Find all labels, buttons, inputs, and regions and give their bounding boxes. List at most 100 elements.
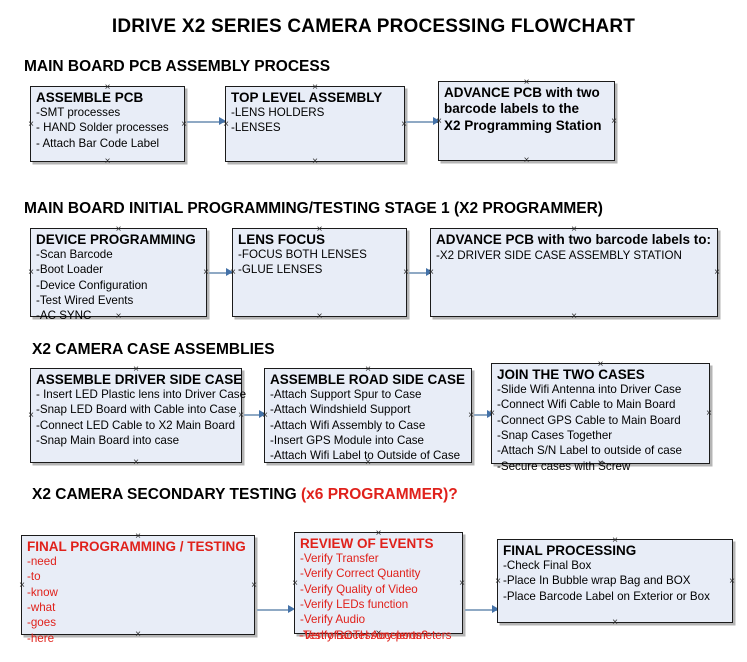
node-title: JOIN THE TWO CASES [497,367,645,382]
node-body: ASSEMBLE DRIVER SIDE CASE - Insert LED P… [36,372,247,448]
node-title: ASSEMBLE DRIVER SIDE CASE [36,372,243,387]
node-body: LENS FOCUS -FOCUS BOTH LENSES -GLUE LENS… [238,232,404,278]
node-body: ASSEMBLE PCB -SMT processes - HAND Solde… [36,90,182,151]
node-title: REVIEW OF EVENTS [300,536,434,551]
resize-handle-left[interactable] [27,268,36,277]
node-line: -Slide Wifi Antenna into Driver Case [497,383,682,397]
node-line: -FOCUS BOTH LENSES [238,248,367,262]
node-line: -SMT processes [36,106,121,120]
node-body: ADVANCE PCB with two barcode labels to t… [444,85,612,134]
node-assemble-road-side-case[interactable]: ASSEMBLE ROAD SIDE CASE -Attach Support … [264,368,472,463]
node-line: -Verify Quality of Video [300,582,418,596]
node-advance-pcb-to-x2-programming-station[interactable]: ADVANCE PCB with two barcode labels to t… [438,81,615,161]
node-title: ADVANCE PCB with two barcode labels to t… [444,85,602,133]
page-title: IDRIVE X2 SERIES CAMERA PROCESSING FLOWC… [111,16,636,37]
node-review-of-events[interactable]: REVIEW OF EVENTS -Verify Transfer -Verif… [291,532,463,642]
node-final-programming-testing[interactable]: FINAL PROGRAMMING / TESTING -need -to -k… [18,535,255,645]
node-assemble-driver-side-case[interactable]: ASSEMBLE DRIVER SIDE CASE - Insert LED P… [27,368,247,463]
section-heading-text: X2 CAMERA SECONDARY TESTING [32,486,301,503]
section-heading-text: MAIN BOARD INITIAL PROGRAMMING/TESTING S… [24,200,603,217]
section-heading-accent: (x6 PROGRAMMER)? [301,486,458,503]
resize-handle-left[interactable] [27,411,36,420]
resize-handle-bottom[interactable] [103,157,112,166]
section-heading-text: X2 CAMERA CASE ASSEMBLIES [32,341,275,358]
node-title: DEVICE PROGRAMMING [36,232,196,247]
node-body: FINAL PROCESSING -Check Final Box -Place… [503,543,730,604]
node-lens-focus[interactable]: LENS FOCUS -FOCUS BOTH LENSES -GLUE LENS… [232,228,407,317]
node-line: -Place Barcode Label on Exterior or Box [503,589,710,603]
node-line: -X2 DRIVER SIDE CASE ASSEMBLY STATION [436,249,682,263]
node-line: -LENSES [231,121,281,135]
node-line: -Verify Audio [300,613,366,627]
node-final-processing[interactable]: FINAL PROCESSING -Check Final Box -Place… [497,539,733,623]
resize-handle-bottom[interactable] [311,157,320,166]
node-line: -Scan Barcode [36,248,113,262]
node-overflow-line: -Test of accessory ports? [299,629,428,642]
node-advance-pcb-to-driver-side-case-assembly[interactable]: ADVANCE PCB with two barcode labels to: … [430,228,718,317]
resize-handle-left[interactable] [18,581,27,590]
resize-handle-left[interactable] [494,577,503,586]
resize-handle-right[interactable] [713,268,722,277]
node-line: -to [27,570,41,584]
node-line: -Connect Wifi Cable to Main Board [497,398,676,412]
node-device-programming[interactable]: DEVICE PROGRAMMING -Scan Barcode -Boot L… [27,228,207,322]
connector-arrow-icon [492,605,499,613]
node-line: -Device Configuration [36,278,148,292]
node-body: ADVANCE PCB with two barcode labels to: … [436,232,715,264]
connector-arrow-icon [487,410,494,418]
section-heading-main-board-pcb-assembly-process: MAIN BOARD PCB ASSEMBLY PROCESS [24,58,330,76]
node-line: -AC SYNC [36,309,92,323]
resize-handle-left[interactable] [27,120,36,129]
node-assemble-pcb[interactable]: ASSEMBLE PCB -SMT processes - HAND Solde… [30,86,185,162]
node-join-the-two-cases[interactable]: JOIN THE TWO CASES -Slide Wifi Antenna i… [491,363,710,473]
node-title: LENS FOCUS [238,232,326,247]
node-title: ADVANCE PCB with two barcode labels to: [436,232,712,247]
node-line: -need [27,555,57,569]
node-line: -Attach Support Spur to Case [270,388,422,402]
resize-handle-bottom[interactable] [522,156,531,165]
node-line: - Attach Bar Code Label [36,136,160,150]
section-heading-main-board-initial-programming-testing-stage-1: MAIN BOARD INITIAL PROGRAMMING/TESTING S… [24,200,603,218]
section-heading-x2-camera-case-assemblies: X2 CAMERA CASE ASSEMBLIES [32,341,275,359]
node-title: ASSEMBLE ROAD SIDE CASE [270,372,466,387]
node-line: -Verify Correct Quantity [300,567,421,581]
node-body: REVIEW OF EVENTS -Verify Transfer -Verif… [300,536,460,643]
connector-line [187,121,224,123]
node-line: -Boot Loader [36,263,104,277]
node-line: -Snap Main Board into case [36,434,180,447]
node-line: -what [27,601,56,614]
node-body: ASSEMBLE ROAD SIDE CASE -Attach Support … [270,372,469,464]
node-line: -Attach Wifi Label to Outside of Case [270,449,461,463]
node-line: -Snap LED Board with Cable into Case [36,403,237,417]
connector-arrow-icon [288,605,295,613]
node-line: -Verify BOTH Accelerometers [300,628,452,642]
node-body: TOP LEVEL ASSEMBLY -LENS HOLDERS -LENSES [231,90,402,136]
section-heading-text: MAIN BOARD PCB ASSEMBLY PROCESS [24,58,331,75]
node-line: -Verify Transfer [300,552,379,566]
connector-line [409,272,431,274]
connector-line [406,121,438,123]
node-body: FINAL PROGRAMMING / TESTING -need -to -k… [27,539,252,646]
node-line: -Place In Bubble wrap Bag and BOX [503,574,691,588]
node-line: - Insert LED Plastic lens into Driver Ca… [36,388,247,402]
connector-line [209,272,231,274]
resize-handle-bottom[interactable] [315,312,324,321]
node-line: -Insert GPS Module into Case [270,434,425,447]
node-title: ASSEMBLE PCB [36,90,144,105]
resize-handle-bottom[interactable] [570,312,579,321]
node-line: -LENS HOLDERS [231,106,325,120]
node-line: -Attach Windshield Support [270,403,411,417]
connector-arrow-icon [433,117,440,125]
resize-handle-bottom[interactable] [132,458,141,467]
node-line: -Test Wired Events [36,294,134,307]
resize-handle-bottom[interactable] [611,618,620,627]
node-line: -Snap Cases Together [497,429,613,442]
node-top-level-assembly[interactable]: TOP LEVEL ASSEMBLY -LENS HOLDERS -LENSES [225,86,405,162]
node-line: -goes [27,616,57,630]
node-line: -Check Final Box [503,559,592,573]
node-line: -Attach Wifi Assembly to Case [270,418,426,432]
node-line: -Attach S/N Label to outside of case [497,444,682,458]
connector-line [474,414,492,416]
resize-handle-left[interactable] [291,579,300,588]
